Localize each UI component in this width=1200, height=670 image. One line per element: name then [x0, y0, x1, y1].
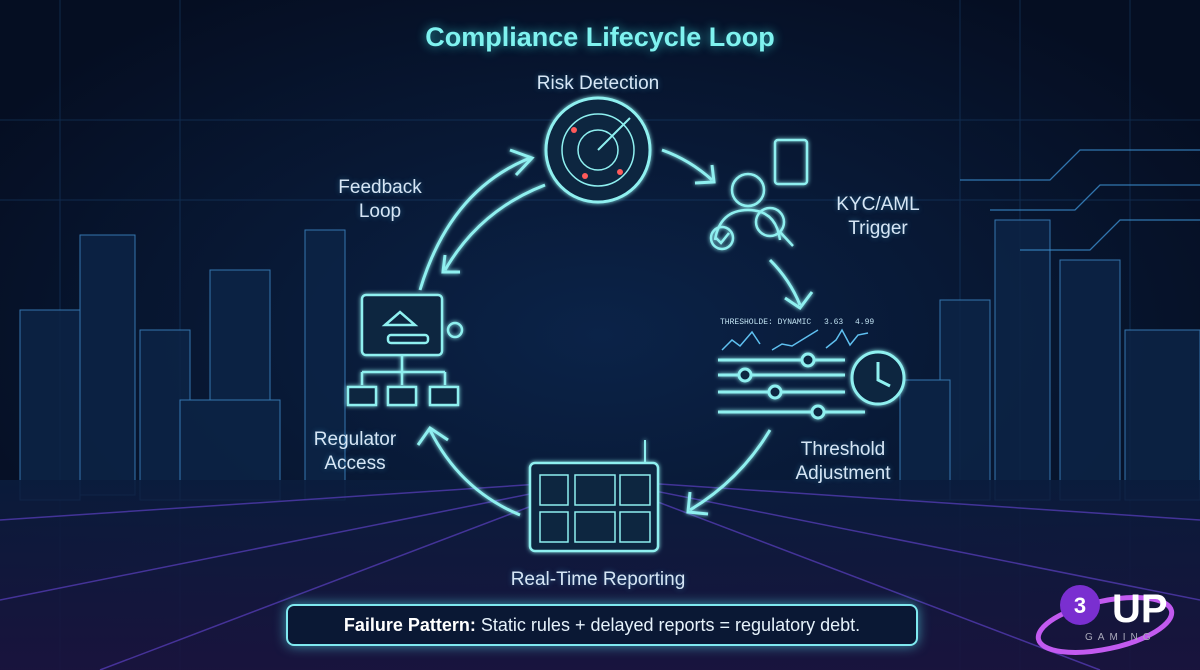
label-line: Regulator	[313, 429, 397, 450]
label-line: Risk Detection	[536, 73, 660, 94]
failure-pattern-banner: Failure Pattern: Static rules + delayed …	[286, 604, 918, 646]
threshold-sliders-icon	[718, 350, 906, 420]
label-line: Access	[324, 453, 386, 474]
arrow-feedback-inner	[443, 183, 546, 271]
arrow-risk-to-kyc	[661, 148, 714, 182]
label-line: Feedback	[338, 177, 422, 198]
circuit-lines	[960, 149, 1200, 251]
floor-perspective-lines	[0, 479, 1200, 670]
arrow-heads	[416, 148, 814, 516]
stage-label-risk-detection: Risk Detection	[498, 72, 698, 96]
arrow-kyc-to-threshold	[768, 258, 802, 306]
reporting-dashboard-icon	[528, 440, 660, 553]
page-title: Compliance Lifecycle Loop	[425, 22, 775, 52]
kyc-icon	[709, 138, 809, 251]
label-line: Loop	[358, 201, 402, 222]
brand-logo: 3 UP GAMING	[1035, 585, 1175, 655]
regulator-access-icon	[346, 293, 464, 407]
arrow-reporting-to-regulator	[428, 429, 521, 517]
label-line: Adjustment	[795, 463, 891, 484]
arrow-threshold-to-reporting	[689, 429, 772, 512]
label-line: Real-Time Reporting	[510, 569, 686, 590]
banner-bold-label: Failure Pattern:	[343, 615, 476, 635]
threshold-value-2: 4.99	[855, 318, 875, 327]
threshold-value-1: 3.63	[824, 318, 844, 327]
arrow-feedback-to-risk	[418, 156, 531, 291]
stage-label-kyc-aml-trigger: KYC/AML Trigger	[818, 193, 938, 241]
svg-text:GAMING: GAMING	[1085, 632, 1156, 643]
cycle-arrows	[418, 148, 802, 517]
svg-text:3: 3	[1074, 593, 1086, 618]
svg-text:UP: UP	[1112, 587, 1168, 631]
banner-text: Static rules + delayed reports = regulat…	[475, 615, 861, 635]
stage-label-real-time-reporting: Real-Time Reporting	[478, 568, 718, 592]
label-line: Trigger	[848, 218, 908, 239]
label-line: KYC/AML	[836, 194, 920, 215]
city-right	[899, 219, 1200, 501]
threshold-caption: THRESHOLDE: DYNAMIC	[720, 318, 812, 327]
radar-icon	[544, 96, 652, 204]
threshold-mini-charts	[721, 328, 869, 351]
label-line: Threshold	[800, 439, 886, 460]
